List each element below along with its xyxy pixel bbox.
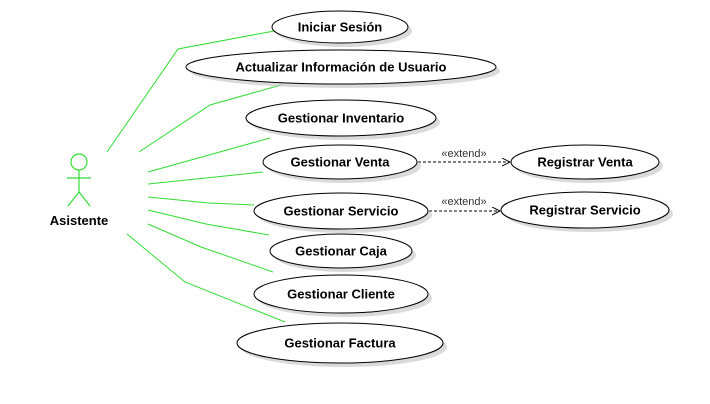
association-line-gestionar-cliente	[147, 223, 274, 273]
use-case-ellipse	[500, 191, 670, 229]
association-line-actualizar-info	[138, 84, 282, 153]
use-case-actualizar-info: Actualizar Información de Usuario	[185, 49, 500, 88]
use-case-label: Iniciar Sesión	[298, 20, 383, 35]
use-case-ellipse	[269, 233, 413, 269]
use-case-ellipse	[253, 274, 429, 314]
use-case-label: Gestionar Servicio	[284, 204, 399, 219]
use-case-ellipse	[262, 144, 418, 180]
use-case-label: Gestionar Cliente	[287, 287, 395, 302]
use-case-gestionar-cliente: Gestionar Cliente	[253, 274, 432, 317]
use-case-ellipse	[271, 10, 409, 44]
actor-name: Asistente	[50, 213, 109, 228]
use-case-label: Registrar Venta	[537, 155, 633, 170]
use-case-gestionar-inventario: Gestionar Inventario	[245, 99, 440, 140]
association-line-gestionar-venta	[147, 171, 264, 185]
association-line-gestionar-caja	[147, 209, 270, 236]
use-case-label: Actualizar Información de Usuario	[236, 60, 447, 75]
extend-label: «extend»	[441, 196, 486, 208]
use-case-ellipse	[253, 192, 429, 230]
use-case-registrar-venta: Registrar Venta	[510, 144, 663, 183]
association-layer	[106, 30, 286, 323]
extend-label: «extend»	[441, 148, 486, 160]
use-case-label: Gestionar Venta	[291, 155, 391, 170]
use-case-gestionar-caja: Gestionar Caja	[269, 233, 416, 272]
association-line-iniciar-sesion	[106, 30, 275, 153]
use-case-ellipse	[245, 99, 437, 137]
actor-left-leg-icon	[67, 191, 80, 207]
use-case-ellipse	[236, 322, 444, 364]
use-case-iniciar-sesion: Iniciar Sesión	[271, 10, 412, 47]
use-case-gestionar-factura: Gestionar Factura	[236, 322, 447, 367]
extend-layer: «extend» «extend»	[418, 148, 510, 211]
use-case-gestionar-servicio: Gestionar Servicio	[253, 192, 432, 233]
use-case-label: Registrar Servicio	[529, 203, 640, 218]
actor-head-icon	[70, 153, 88, 171]
use-case-ellipse	[510, 144, 660, 180]
use-case-label: Gestionar Inventario	[278, 111, 404, 126]
use-case-registrar-servicio: Registrar Servicio	[500, 191, 673, 232]
association-line-gestionar-servicio	[147, 196, 255, 206]
actor-right-leg-icon	[78, 191, 91, 207]
use-case-ellipse	[185, 49, 497, 85]
use-case-label: Gestionar Caja	[295, 244, 388, 259]
actor: Asistente	[50, 153, 109, 228]
association-line-gestionar-inventario	[147, 137, 271, 173]
use-case-label: Gestionar Factura	[284, 336, 396, 351]
use-case-gestionar-venta: Gestionar Venta	[262, 144, 421, 183]
association-line-gestionar-factura	[126, 233, 286, 323]
